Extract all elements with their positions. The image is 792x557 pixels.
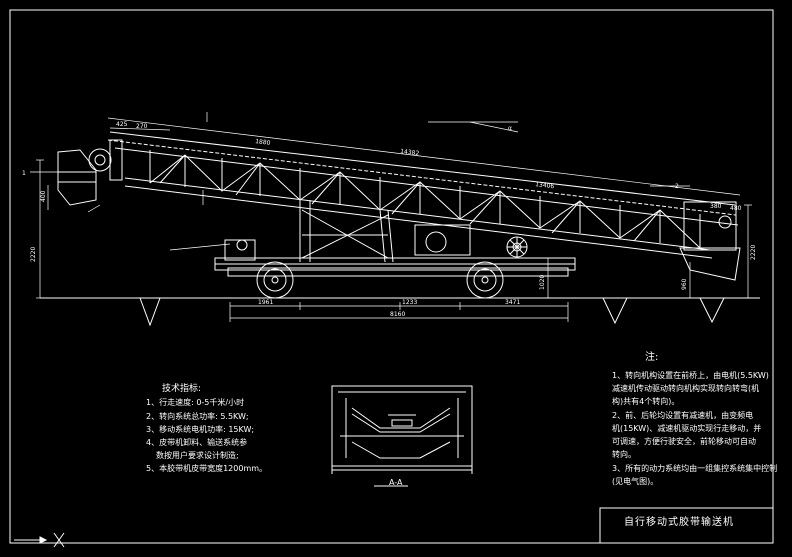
ground-hatch <box>139 297 725 327</box>
notes-title: 注: <box>645 352 659 363</box>
drawing-title: 自行移动式胶带输送机 <box>624 517 734 528</box>
note-line: 构)共有4个转向)。 <box>612 397 680 406</box>
dim-top-long: 14382 <box>400 148 420 157</box>
support-frame <box>299 200 394 263</box>
technical-spec-item: 2、转向系统总功率: 5.5KW; <box>146 412 249 421</box>
chassis <box>214 224 576 277</box>
dim-upper-mid: 13406 <box>535 181 555 190</box>
wheel-front <box>256 261 294 299</box>
angle-label: α <box>508 125 512 132</box>
note-line: 机(15KW)、减速机驱动实现行走移动，并 <box>612 424 762 433</box>
technical-spec-item: 5、本胶带机皮带宽度1200mm。 <box>146 464 268 473</box>
note-line: 2、前、后轮均设置有减速机，由变频电 <box>612 411 754 420</box>
note-line: 可调速，方便行驶安全，前轮移动可自动 <box>612 437 756 446</box>
note-line: 减速机传动驱动转向机构实现转向转弯(机 <box>612 384 760 393</box>
technical-spec-item: 数按用户要求设计制造; <box>156 451 239 460</box>
head-section <box>57 139 123 206</box>
dim-bottom-2: 1233 <box>402 299 417 306</box>
technical-spec-item: 1、行走速度: 0-5千米/小时 <box>146 398 245 407</box>
dim-right-a: 380 <box>710 203 722 210</box>
ucs-icon <box>14 532 65 548</box>
dim-bottom-1: 1961 <box>258 299 273 306</box>
dim-right-b: 480 <box>730 205 742 212</box>
dim-height-wheel: 1020 <box>539 275 546 290</box>
dim-height-mid: 960 <box>681 278 688 290</box>
note-line: 1、转向机构设置在前桥上，由电机(5.5KW) <box>612 371 769 380</box>
callout-conveyor: 2 <box>675 183 679 190</box>
dim-left-b: 270 <box>136 123 148 130</box>
dim-height-left: 2220 <box>30 247 37 262</box>
dim-upper-left: 1880 <box>255 138 271 147</box>
technical-spec-item: 3、移动系统电机功率: 15KW; <box>146 425 255 434</box>
section-label: A-A <box>389 478 403 487</box>
note-line: 3、所有的动力系统均由一组集控系统集中控制 <box>612 464 778 473</box>
tail-section <box>679 201 741 281</box>
title-block-frame <box>599 507 774 544</box>
wheel-rear <box>466 261 504 299</box>
technical-spec-item: 4、皮带机卸料、输送系统参 <box>146 438 248 447</box>
note-line: 转向。 <box>612 450 636 459</box>
dim-left-a: 425 <box>116 121 128 128</box>
callout-left: 1 <box>22 170 26 177</box>
technical-specs-title: 技术指标: <box>162 384 202 394</box>
section-view <box>331 385 473 487</box>
dim-bottom-3: 3471 <box>505 299 520 306</box>
note-line: (见电气图)。 <box>612 477 659 486</box>
drawing-border <box>9 9 774 544</box>
dim-bottom-total: 8160 <box>390 311 405 318</box>
dim-height-small: 400 <box>40 190 47 202</box>
dim-height-right: 2220 <box>750 245 757 260</box>
conveyor-truss <box>107 131 739 259</box>
dimension-lines <box>30 112 752 322</box>
